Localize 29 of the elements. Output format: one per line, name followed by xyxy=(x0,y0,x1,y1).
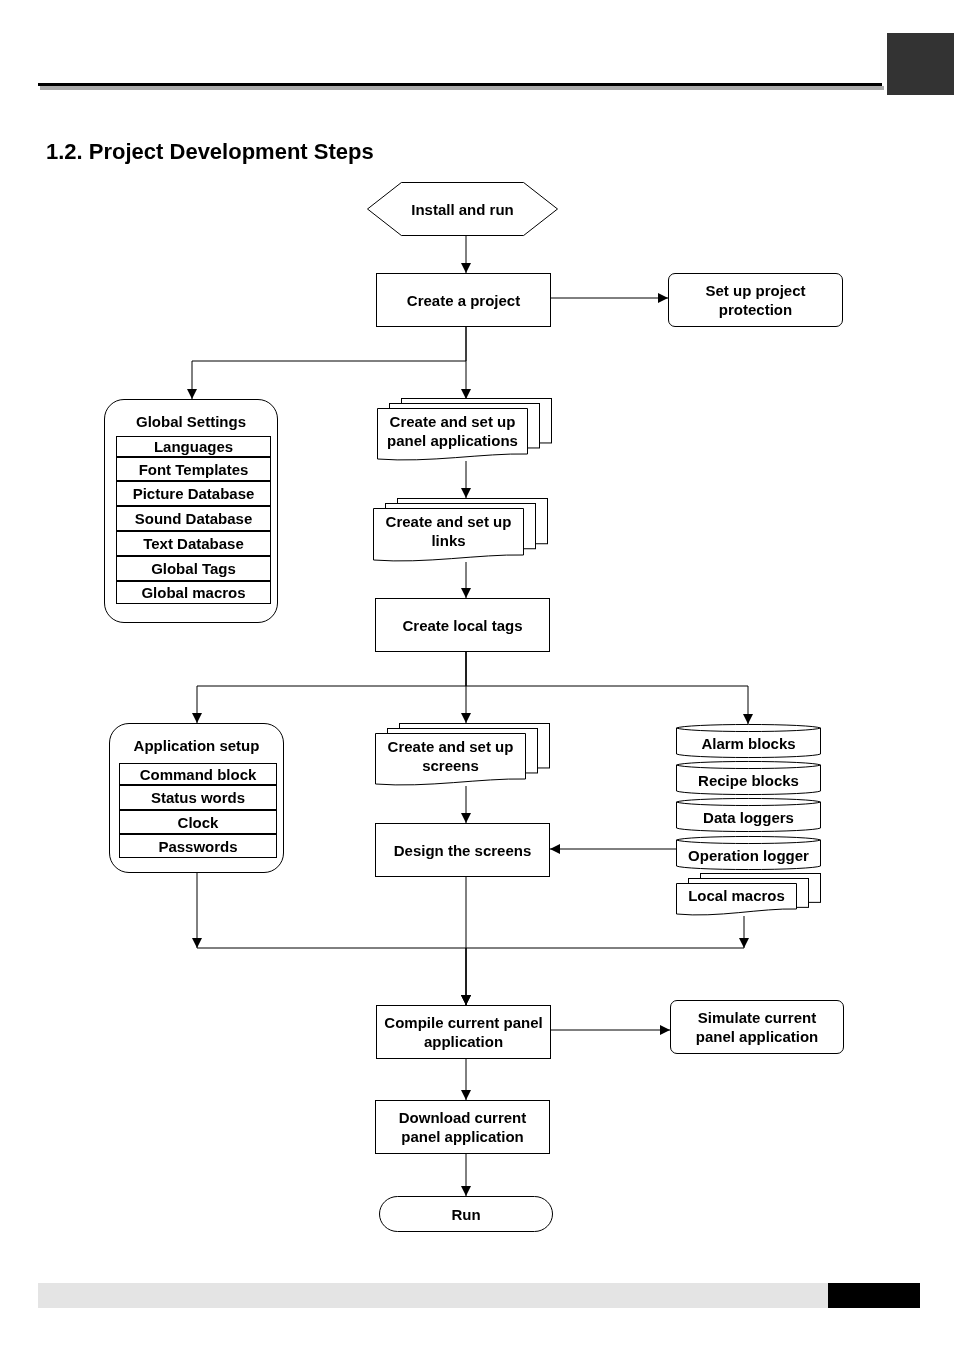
process-box: Download current panel application xyxy=(375,1100,550,1154)
data-store: Alarm blocks xyxy=(676,724,821,758)
process-box: Compile current panel application xyxy=(376,1005,551,1059)
group-title: Application setup xyxy=(132,736,261,755)
list-item: Font Templates xyxy=(116,457,271,481)
list-item: Passwords xyxy=(119,834,277,858)
terminator: Run xyxy=(379,1196,553,1232)
process-box: Design the screens xyxy=(375,823,550,877)
data-store: Data loggers xyxy=(676,798,821,832)
group-panel xyxy=(104,399,278,623)
group-panel xyxy=(109,723,284,873)
group-title: Global Settings xyxy=(135,412,247,431)
data-store: Operation logger xyxy=(676,836,821,870)
list-item: Clock xyxy=(119,810,277,834)
process-box: Create local tags xyxy=(375,598,550,652)
rounded-box: Set up project protection xyxy=(668,273,843,327)
list-item: Picture Database xyxy=(116,481,271,506)
page-title: 1.2. Project Development Steps xyxy=(46,139,374,165)
data-store: Recipe blocks xyxy=(676,761,821,795)
list-item: Status words xyxy=(119,785,277,810)
list-item: Text Database xyxy=(116,531,271,556)
list-item: Sound Database xyxy=(116,506,271,531)
list-item: Global Tags xyxy=(116,556,271,581)
list-item: Command block xyxy=(119,763,277,785)
process-box: Create a project xyxy=(376,273,551,327)
list-item: Languages xyxy=(116,436,271,457)
start-hexagon: Install and run xyxy=(367,182,558,236)
list-item: Global macros xyxy=(116,581,271,604)
rounded-box: Simulate current panel application xyxy=(670,1000,844,1054)
